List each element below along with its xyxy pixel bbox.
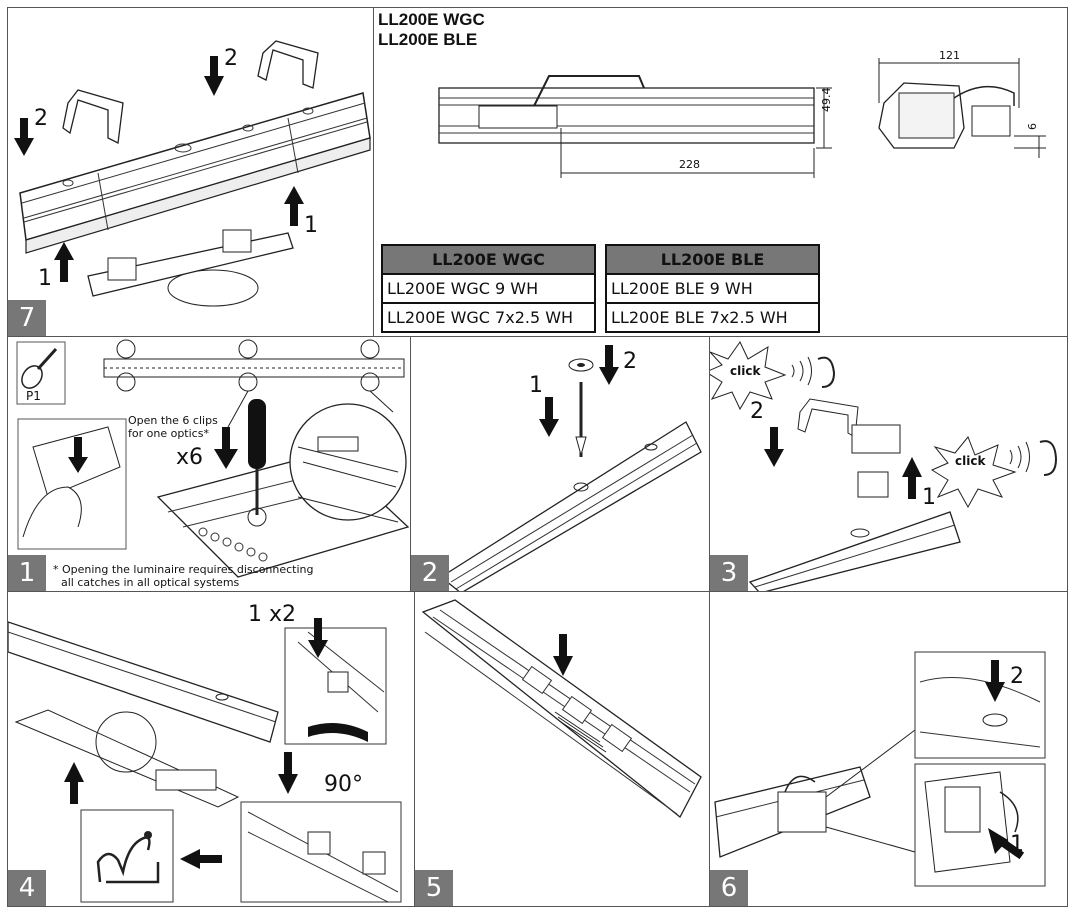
step-4-badge: 4 [8,870,46,906]
step-7-label-2b: 2 [224,46,238,71]
step-1-badge: 1 [8,555,46,591]
step-4-angle: 90° [324,772,363,797]
step-6-illustration [714,651,1046,887]
screwdriver-icon [21,347,58,389]
dimension-drawing [438,58,1046,178]
product-title-line1: LL200E WGC [378,10,485,29]
arrow-down-icon [204,56,224,96]
footnote-line2: all catches in all optical systems [61,576,240,589]
step-3-label-1: 1 [922,485,936,510]
step-4-repeat: 1 x2 [248,602,297,627]
wgc-header: LL200E WGC [381,244,596,275]
ear-icon [1039,440,1058,476]
step-5-badge: 5 [415,870,453,906]
dim-228: 228 [679,158,700,171]
step-7-arrows [14,56,304,282]
step-3-panel: click click 2 1 3 [709,336,1068,592]
step-7-label-2a: 2 [34,106,48,131]
step-5-panel: 5 [414,591,710,907]
step-7-panel: 2 2 1 1 7 [7,7,374,337]
step-1-panel: P1 Open the 6 clips for one optics* x6 *… [7,336,411,592]
step-7-label-1a: 1 [304,213,318,238]
models-table-wgc: LL200E WGC LL200E WGC 9 WH LL200E WGC 7x… [381,244,596,333]
dim-49-4: 49.4 [820,87,833,113]
ear-icon [817,356,836,388]
step-2-illustration [439,345,702,591]
dim-121: 121 [939,49,960,62]
step-2-label-2: 2 [623,349,637,374]
wgc-row: LL200E WGC 9 WH [381,273,596,304]
step-6-label-2: 2 [1010,664,1024,689]
click-label-1: click [730,364,761,378]
click-label-2: click [955,454,986,468]
arrow-down-icon [14,118,34,156]
multiplier-x6: x6 [176,445,204,470]
step-7-label-1b: 1 [38,266,52,291]
step-3-label-2: 2 [750,399,764,424]
tool-label: P1 [26,389,41,403]
footnote-line1: * Opening the luminaire requires disconn… [53,563,314,576]
step-6-label-1: 1 [1010,832,1024,857]
ble-row: LL200E BLE 7x2.5 WH [605,302,820,333]
step-7-badge: 7 [8,300,46,336]
dim-6: 6 [1026,123,1039,130]
step-7-illustration [19,40,371,307]
product-info-panel: LL200E WGC LL200E BLE 121 49.4 228 6 [373,7,1068,337]
step-2-panel: 1 2 2 [410,336,710,592]
step-4-panel: 1 x2 90° 4 [7,591,415,907]
ble-header: LL200E BLE [605,244,820,275]
step-4-illustration [8,618,402,903]
step-1-illustration [16,339,410,578]
step-5-illustration [421,599,702,818]
step-3-illustration [710,341,1058,591]
arrow-up-icon [54,242,74,282]
ble-row: LL200E BLE 9 WH [605,273,820,304]
clip-note-line1: Open the 6 clips [128,414,218,427]
step-2-label-1: 1 [529,373,543,398]
models-table-ble: LL200E BLE LL200E BLE 9 WH LL200E BLE 7x… [605,244,820,333]
step-2-badge: 2 [411,555,449,591]
wgc-row: LL200E WGC 7x2.5 WH [381,302,596,333]
step-6-badge: 6 [710,870,748,906]
step-6-panel: 2 1 6 [709,591,1068,907]
product-title-line2: LL200E BLE [378,30,478,49]
arrow-up-icon [284,186,304,226]
step-3-badge: 3 [710,555,748,591]
clip-note-line2: for one optics* [128,427,209,440]
